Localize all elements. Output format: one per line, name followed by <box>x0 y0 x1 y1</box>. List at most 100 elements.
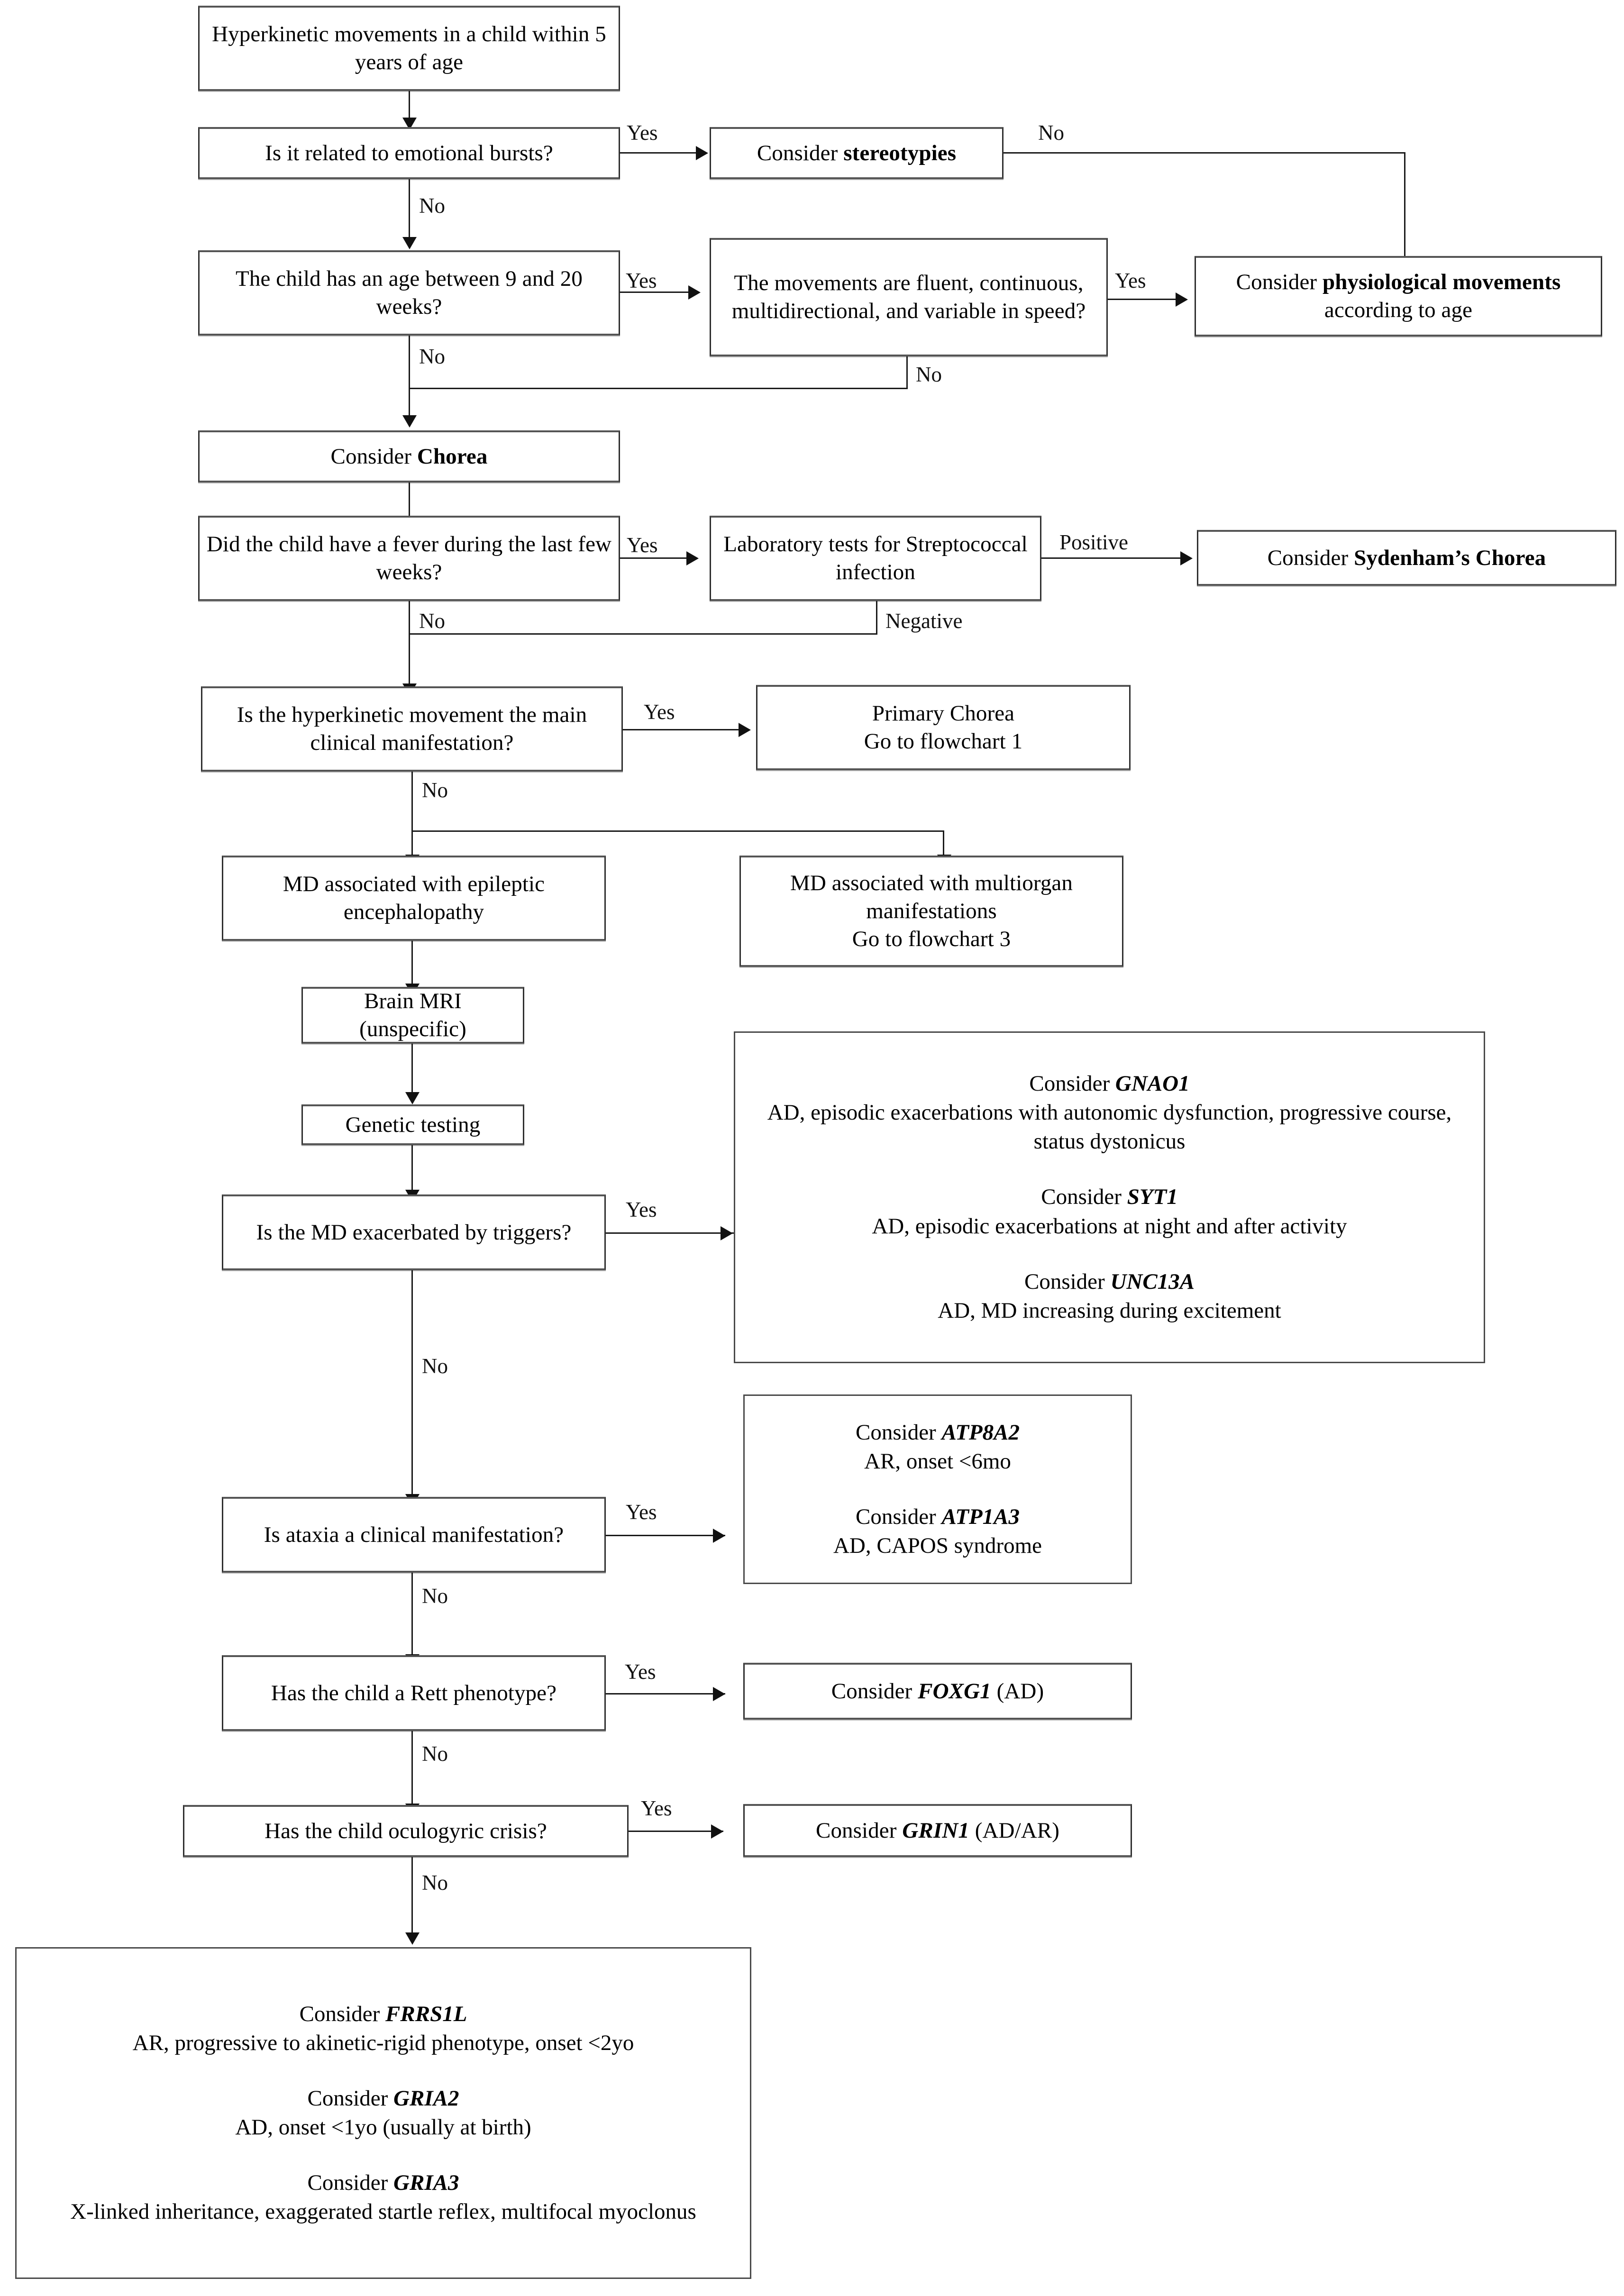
edge-lab-negative-vertical <box>876 601 877 634</box>
node-start-label: Hyperkinetic movements in a child within… <box>212 22 606 74</box>
edge-fluent-no-horizontal <box>409 388 908 389</box>
node-brain-mri: Brain MRI (unspecific) <box>301 987 524 1044</box>
edge-label-no-fluent: No <box>916 363 942 386</box>
panel-final-item-2: Consider GRIA3 X-linked inheritance, exa… <box>26 2168 740 2226</box>
panel-final-item-2-desc: X-linked inheritance, exaggerated startl… <box>70 2199 696 2224</box>
node-consider-foxg1-gene: FOXG1 <box>918 1678 991 1704</box>
edge-label-yes-emotional: Yes <box>627 121 658 145</box>
panel-ataxia-item-1-desc: AD, CAPOS syndrome <box>833 1533 1042 1558</box>
panel-ataxia-item-1-title: Consider ATP1A3 <box>856 1504 1020 1529</box>
edge-emotional-yes <box>620 152 698 154</box>
panel-final-item-2-title: Consider GRIA3 <box>307 2170 459 2196</box>
edge-age-no <box>409 336 410 418</box>
edge-label-no-rett: No <box>422 1742 448 1766</box>
node-consider-grin1-prefix: Consider <box>816 1818 903 1843</box>
panel-final-item-0: Consider FRRS1L AR, progressive to akine… <box>26 2000 740 2058</box>
edge-genetic-to-triggers <box>411 1145 413 1192</box>
edge-emotional-no <box>409 179 410 241</box>
edge-label-yes-triggers: Yes <box>626 1198 657 1221</box>
edge-label-no-oculogyric: No <box>422 1871 448 1895</box>
edge-fluent-no-vertical <box>906 356 908 389</box>
edge-oculogyric-no <box>411 1857 413 1935</box>
node-md-multiorgan-label: MD associated with multiorgan manifestat… <box>790 871 1073 951</box>
arrowhead-oculogyric-no <box>405 1932 420 1945</box>
node-consider-physiological-prefix: Consider <box>1236 270 1323 295</box>
edge-label-yes-rett: Yes <box>625 1660 656 1684</box>
panel-ataxia-genes: Consider ATP8A2 AR, onset <6mo Consider … <box>743 1394 1132 1584</box>
node-genetic-testing: Genetic testing <box>301 1104 524 1145</box>
node-consider-stereotypies: Consider stereotypies <box>710 127 1004 179</box>
arrowhead-emotional-yes <box>696 146 708 160</box>
edge-triggers-no <box>411 1270 413 1498</box>
panel-triggers-item-2-desc: AD, MD increasing during excitement <box>938 1298 1281 1323</box>
edge-label-yes-ataxia: Yes <box>626 1500 657 1524</box>
arrowhead-age-yes <box>688 285 701 300</box>
arrowhead-triggers-yes <box>721 1226 733 1240</box>
node-consider-chorea-term: Chorea <box>417 444 488 469</box>
panel-triggers-item-2-title: Consider UNC13A <box>1024 1269 1195 1294</box>
node-consider-foxg1-prefix: Consider <box>831 1678 918 1704</box>
arrowhead-main-yes <box>739 723 751 737</box>
panel-triggers-item-2: Consider UNC13A AD, MD increasing during… <box>745 1267 1474 1325</box>
arrowhead-mri-to-genetic <box>405 1092 420 1104</box>
node-question-age-9-20-weeks-label: The child has an age between 9 and 20 we… <box>236 266 583 319</box>
node-consider-physiological-suffix: according to age <box>1324 298 1473 322</box>
panel-triggers-item-0-desc: AD, episodic exacerbations with autonomi… <box>767 1100 1452 1154</box>
node-md-epileptic-label: MD associated with epileptic encephalopa… <box>283 872 545 924</box>
node-consider-grin1: Consider GRIN1 (AD/AR) <box>743 1804 1132 1857</box>
edge-lab-positive <box>1041 557 1184 559</box>
node-consider-sydenham-prefix: Consider <box>1267 545 1354 570</box>
edge-stereotypies-no-vertical <box>1404 152 1405 267</box>
panel-triggers-item-1-desc: AD, episodic exacerbations at night and … <box>872 1213 1347 1239</box>
node-consider-stereotypies-prefix: Consider <box>757 140 844 165</box>
panel-ataxia-item-0-title: Consider ATP8A2 <box>856 1420 1020 1445</box>
edge-start-to-emotional <box>409 91 410 119</box>
node-question-movements-fluent: The movements are fluent, continuous, mu… <box>710 238 1108 356</box>
edge-main-no-split <box>411 830 944 832</box>
edge-label-yes-age: Yes <box>626 269 657 292</box>
edge-triggers-yes <box>606 1232 734 1234</box>
panel-triggers-genes: Consider GNAO1 AD, episodic exacerbation… <box>734 1031 1485 1363</box>
edge-rett-yes <box>606 1693 725 1695</box>
node-question-rett-phenotype: Has the child a Rett phenotype? <box>222 1655 606 1731</box>
panel-spacer <box>26 2058 740 2084</box>
edge-label-no-stereotypies: No <box>1038 121 1064 145</box>
node-md-multiorgan-manifestations: MD associated with multiorgan manifestat… <box>739 856 1123 967</box>
edge-fluent-yes <box>1108 299 1179 300</box>
node-primary-chorea: Primary Chorea Go to flowchart 1 <box>756 685 1131 770</box>
panel-triggers-item-0-title: Consider GNAO1 <box>1029 1071 1190 1096</box>
panel-ataxia-item-0: Consider ATP8A2 AR, onset <6mo <box>754 1418 1121 1476</box>
edge-main-yes <box>623 729 741 730</box>
node-question-fever-label: Did the child have a fever during the la… <box>206 532 612 584</box>
edge-fever-no <box>409 601 410 686</box>
node-consider-chorea-prefix: Consider <box>330 444 417 469</box>
edge-to-md-multiorgan <box>943 830 944 858</box>
node-question-main-manifestation-label: Is the hyperkinetic movement the main cl… <box>237 702 587 755</box>
edge-label-negative-lab: Negative <box>885 609 963 633</box>
node-question-md-triggers-label: Is the MD exacerbated by triggers? <box>256 1220 572 1245</box>
edge-rett-no <box>411 1731 413 1807</box>
arrowhead-emotional-no <box>402 237 417 249</box>
node-consider-sydenhams-chorea: Consider Sydenham’s Chorea <box>1197 530 1616 586</box>
node-consider-physiological-movements: Consider physiological movements accordi… <box>1195 256 1602 337</box>
node-question-main-manifestation: Is the hyperkinetic movement the main cl… <box>201 686 623 772</box>
arrowhead-fever-yes <box>686 551 699 565</box>
node-question-age-9-20-weeks: The child has an age between 9 and 20 we… <box>198 250 620 336</box>
node-consider-physiological-term: physiological movements <box>1323 270 1561 295</box>
edge-ataxia-no <box>411 1573 413 1658</box>
panel-final-item-0-desc: AR, progressive to akinetic-rigid phenot… <box>132 2030 634 2055</box>
panel-spacer <box>26 2142 740 2168</box>
node-question-oculogyric-label: Has the child oculogyric crisis? <box>265 1818 547 1843</box>
arrowhead-oculogyric-yes <box>711 1824 723 1839</box>
node-laboratory-tests-streptococcal: Laboratory tests for Streptococcal infec… <box>710 516 1041 601</box>
edge-label-no-triggers: No <box>422 1354 448 1378</box>
node-question-fever: Did the child have a fever during the la… <box>198 516 620 601</box>
node-consider-stereotypies-term: stereotypies <box>843 140 957 165</box>
node-question-ataxia: Is ataxia a clinical manifestation? <box>222 1497 606 1573</box>
panel-final-item-1-title: Consider GRIA2 <box>307 2086 459 2111</box>
node-primary-chorea-label: Primary Chorea Go to flowchart 1 <box>864 701 1023 754</box>
node-question-emotional-bursts: Is it related to emotional bursts? <box>198 127 620 179</box>
arrowhead-to-chorea <box>402 415 417 428</box>
node-genetic-testing-label: Genetic testing <box>345 1112 481 1137</box>
